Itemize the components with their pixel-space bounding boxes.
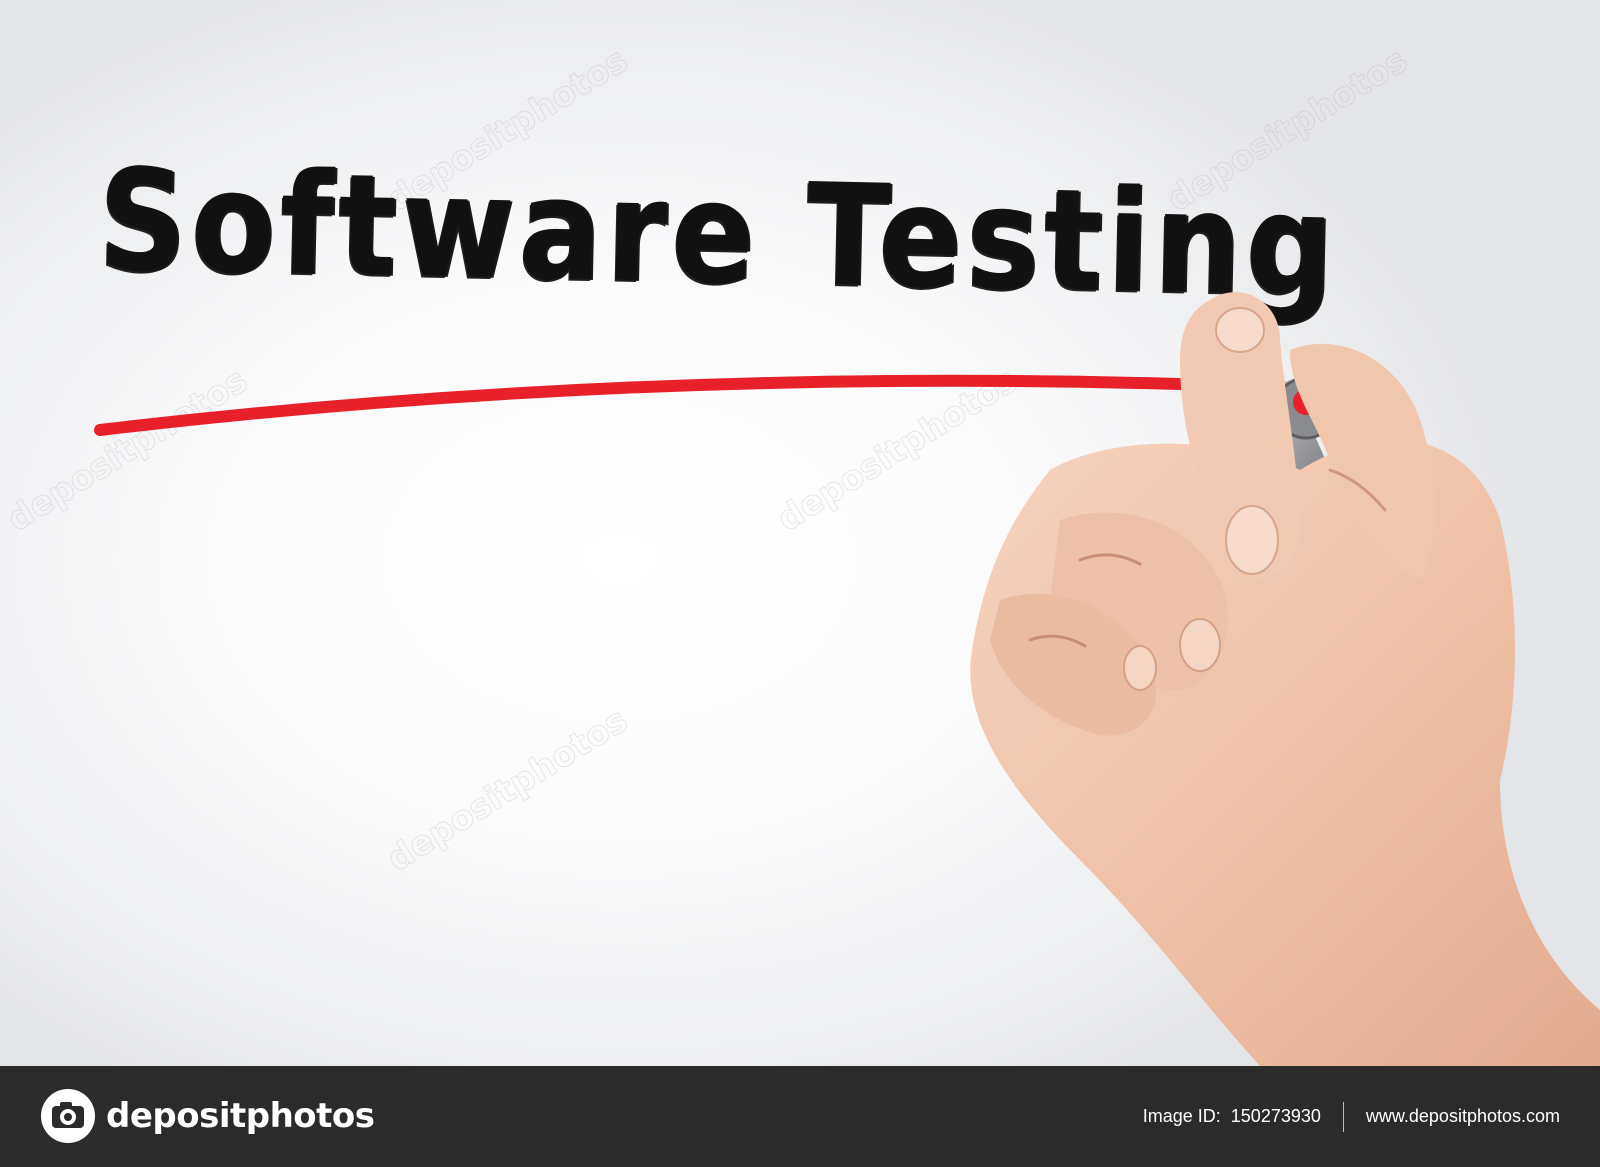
photo-area: depositphotos depositphotos depositphoto…	[0, 0, 1600, 1066]
hand-drawing-illustration	[94, 292, 1600, 1066]
brand-logo[interactable]: depositphotos	[40, 1086, 375, 1146]
site-url[interactable]: www.depositphotos.com	[1365, 1106, 1560, 1126]
brand-name: depositphotos	[106, 1096, 375, 1136]
image-id-value: 150273930	[1230, 1106, 1321, 1126]
red-underline	[94, 374, 1298, 436]
camera-logo-icon	[41, 1089, 95, 1143]
hand	[970, 292, 1600, 1066]
meta-divider	[1342, 1101, 1344, 1132]
footer-bar: depositphotos Image ID: 150273930 www.de…	[0, 1066, 1600, 1167]
image-id-label: Image ID:	[1142, 1106, 1221, 1126]
image-meta: Image ID: 150273930 www.depositphotos.co…	[1143, 1066, 1560, 1167]
